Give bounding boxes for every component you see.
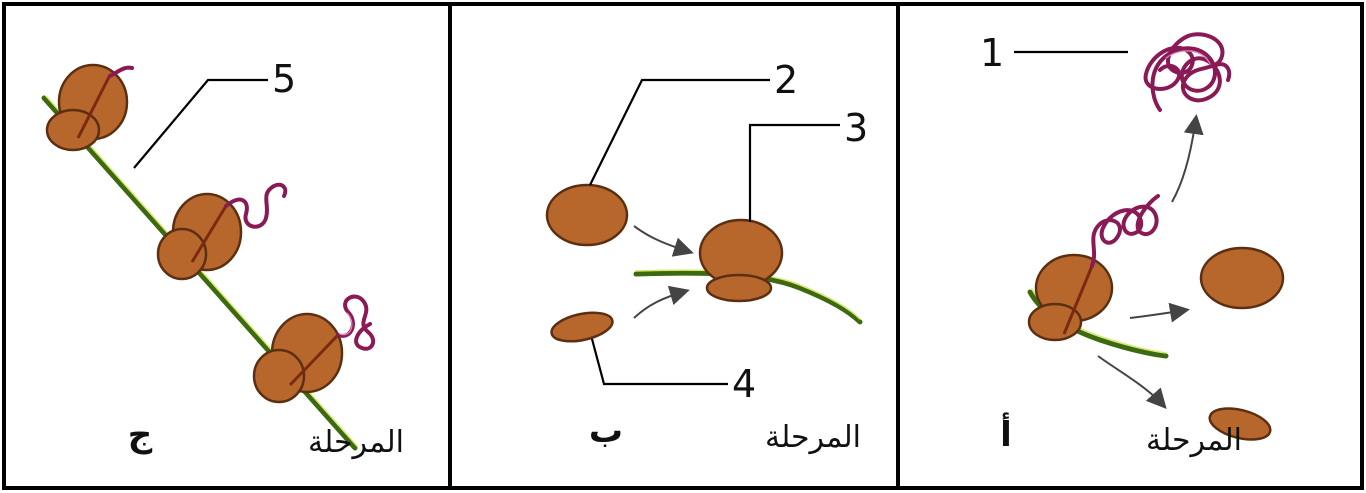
callout-label-4: 4 (732, 362, 756, 406)
ribosome-small-subunit (45, 108, 101, 152)
stage-title-letter: ب (589, 411, 623, 451)
polypeptide-chain (336, 294, 376, 351)
ribosome-tunnel (76, 74, 112, 139)
mrna-strand (633, 270, 863, 325)
free-small-subunit (550, 311, 614, 343)
panel-stage-a: 1 المرحلة أ (980, 31, 1285, 458)
ribosome-small-subunit (1027, 302, 1083, 342)
released-small-subunit (1208, 407, 1272, 441)
stage-title-letter: ج (128, 415, 153, 455)
callout-label-1: 1 (980, 31, 1004, 75)
polypeptide-chain-highlight (339, 312, 353, 336)
released-large-subunit (1199, 246, 1285, 310)
mrna-strand-highlight (45, 95, 358, 447)
assembly-arrow-large (633, 225, 694, 257)
ribosome-tunnel (1062, 265, 1094, 335)
panel-stage-b: 2 3 4 المرحلة ب (545, 58, 868, 455)
polypeptide-chain (1090, 194, 1160, 268)
ribosome-tunnel (288, 333, 340, 387)
callout-leader-3 (748, 123, 840, 222)
stage-title-letter: أ (1000, 412, 1012, 455)
ribosome-small-subunit (156, 227, 208, 281)
ribosome (156, 182, 288, 281)
panel-stage-c: 5 المرحلة ج (41, 57, 404, 460)
mrna-strand (41, 95, 358, 451)
assembled-small-subunit (705, 273, 773, 303)
callout-label-3: 3 (844, 106, 868, 150)
folded-protein-highlight (1165, 50, 1211, 65)
mrna-strand-highlight (635, 269, 861, 320)
ribosome-small-subunit (252, 348, 306, 404)
assembly-arrow-small (633, 285, 690, 319)
ribosome-tunnel (190, 205, 228, 263)
callout-leader-5 (133, 78, 268, 169)
callout-label-5: 5 (272, 57, 296, 101)
release-arrow-large-subunit (1129, 302, 1190, 323)
release-arrow-small-subunit (1097, 355, 1167, 409)
callout-label-2: 2 (774, 58, 798, 102)
callout-leader-2 (589, 78, 770, 186)
free-large-subunit (545, 183, 629, 247)
polypeptide-chain (224, 182, 288, 229)
stage-title-word: المرحلة (1146, 423, 1242, 458)
ribosome (252, 294, 376, 404)
stage-title-word: المرحلة (308, 425, 404, 460)
folded-protein (1143, 32, 1232, 112)
polypeptide-chain (108, 65, 134, 78)
release-arrow-protein (1171, 114, 1204, 203)
stage-title-word: المرحلة (765, 420, 861, 455)
ribosome (45, 63, 134, 152)
callout-leader-4 (590, 338, 728, 386)
